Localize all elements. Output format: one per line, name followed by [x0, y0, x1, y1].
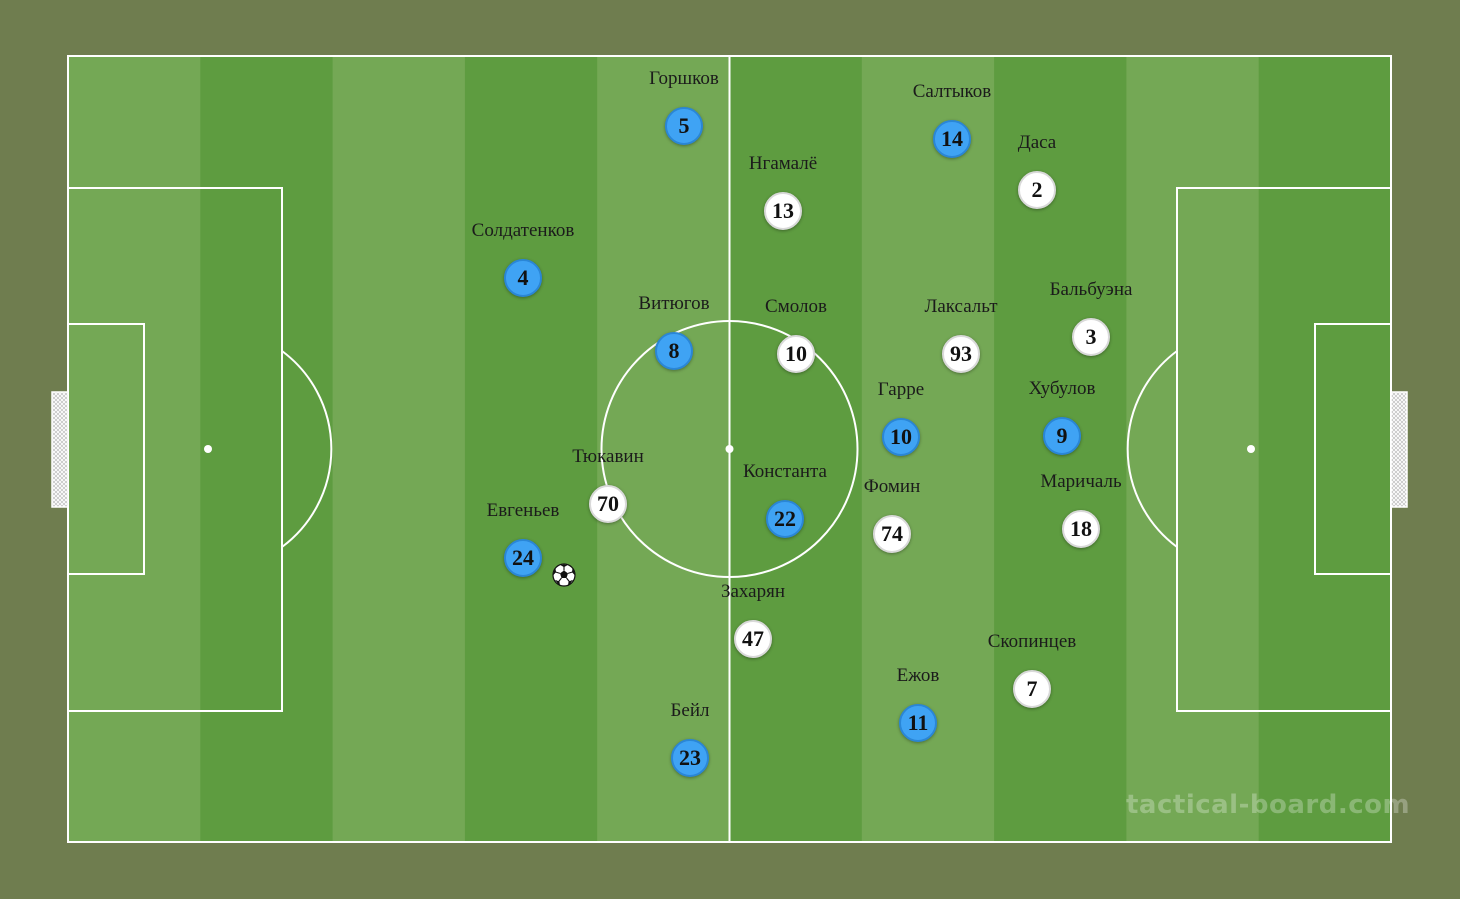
player-name: Скопинцев	[987, 631, 1077, 652]
pitch-stripe	[464, 56, 598, 842]
player-name: Лаксальт	[924, 296, 998, 317]
pitch-stripe	[597, 56, 730, 842]
player-name: Витюгов	[638, 293, 710, 314]
player-name: Ежов	[896, 665, 940, 686]
center-spot	[725, 445, 734, 453]
center-circle	[600, 320, 859, 578]
player-number-badge[interactable]: 24	[504, 539, 542, 577]
player-number-badge[interactable]: 5	[665, 107, 703, 145]
player-number-badge[interactable]: 22	[766, 500, 804, 538]
player-name: Бейл	[670, 700, 710, 721]
player-number-badge[interactable]: 23	[671, 739, 709, 777]
player-number-badge[interactable]: 2	[1018, 171, 1056, 209]
player-name: Горшков	[649, 68, 719, 89]
player-name: Маричаль	[1040, 471, 1122, 492]
player-number-badge[interactable]: 74	[873, 515, 911, 553]
player-number-badge[interactable]: 10	[777, 335, 815, 373]
right-penalty-spot	[1247, 445, 1255, 453]
player-number-badge[interactable]: 8	[655, 332, 693, 370]
player-name: Солдатенков	[471, 220, 575, 241]
player-name: Даса	[1017, 132, 1057, 153]
player-name: Фомин	[863, 476, 921, 497]
player-name: Евгеньев	[486, 500, 560, 521]
pitch-stripe	[1126, 56, 1260, 842]
pitch-stripe	[332, 56, 466, 842]
player-number-badge[interactable]: 70	[589, 485, 627, 523]
player-number-badge[interactable]: 18	[1062, 510, 1100, 548]
right-penalty-arc	[1126, 350, 1178, 548]
player-name: Смолов	[765, 296, 827, 317]
pitch-stripe	[1258, 56, 1392, 842]
soccer-ball-icon[interactable]	[552, 563, 576, 587]
player-name: Захарян	[720, 581, 786, 602]
player-number-badge[interactable]: 11	[899, 704, 937, 742]
player-number-badge[interactable]: 13	[764, 192, 802, 230]
player-number-badge[interactable]: 10	[882, 418, 920, 456]
player-name: Хубулов	[1028, 378, 1096, 399]
left-penalty-arc	[281, 350, 333, 548]
player-name: Гарре	[877, 379, 925, 400]
player-number-badge[interactable]: 3	[1072, 318, 1110, 356]
player-name: Тюкавин	[572, 446, 644, 467]
player-number-badge[interactable]: 9	[1043, 417, 1081, 455]
player-number-badge[interactable]: 14	[933, 120, 971, 158]
pitch-stripe	[200, 56, 334, 842]
watermark: tactical-board.com	[1126, 790, 1411, 820]
pitch-stripe	[729, 56, 863, 842]
player-name: Нгамалё	[748, 153, 818, 174]
player-name: Константа	[743, 461, 827, 482]
pitch-stripe	[68, 56, 201, 842]
left-penalty-spot	[204, 445, 212, 453]
player-number-badge[interactable]: 93	[942, 335, 980, 373]
player-name: Бальбуэна	[1049, 279, 1133, 300]
player-name: Салтыков	[912, 81, 992, 102]
player-number-badge[interactable]: 4	[504, 259, 542, 297]
right-goal	[1390, 391, 1408, 508]
left-goal	[51, 391, 69, 508]
player-number-badge[interactable]: 7	[1013, 670, 1051, 708]
player-number-badge[interactable]: 47	[734, 620, 772, 658]
